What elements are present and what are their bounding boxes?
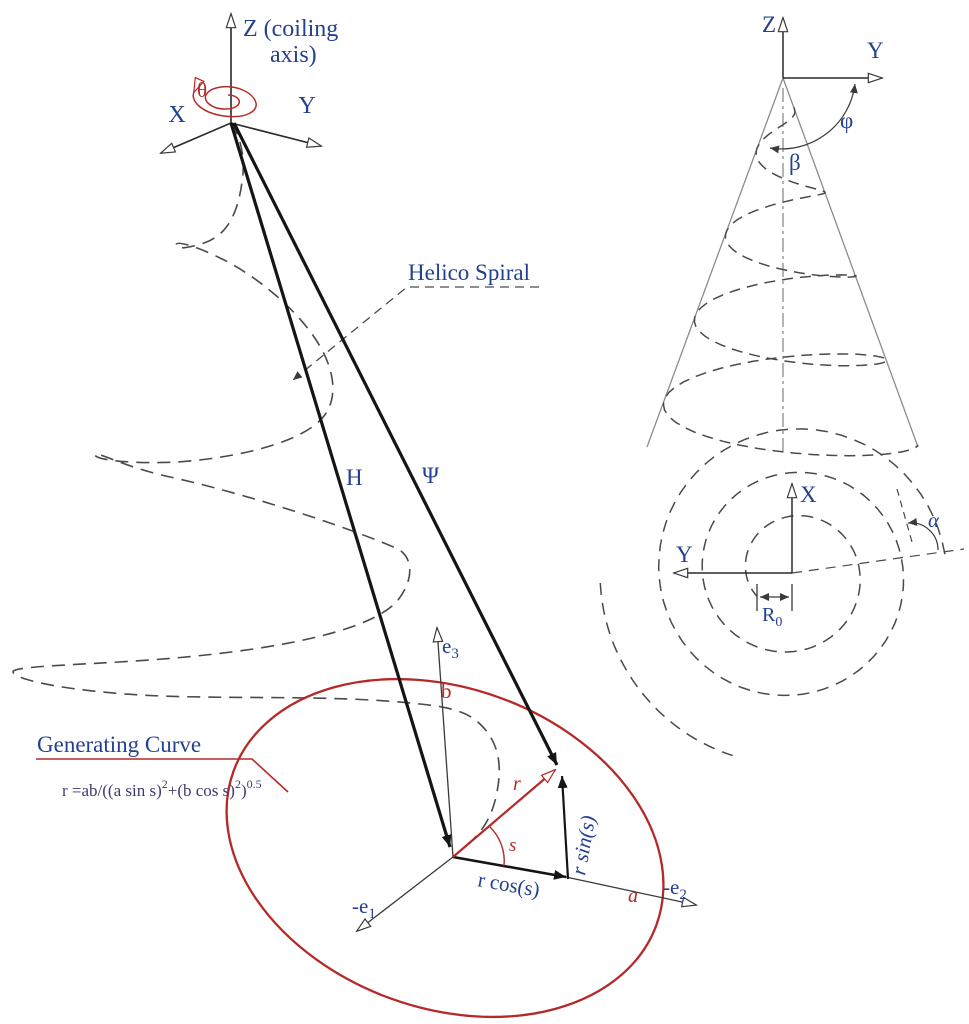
a-label: a	[628, 885, 638, 907]
r-cos-label: r cos(s)	[476, 867, 542, 901]
r-label: r	[513, 773, 521, 795]
generating-curve-label: Generating Curve	[37, 732, 201, 757]
h-line	[229, 122, 452, 848]
spiral-top-view: X Y α R0	[599, 428, 965, 757]
alpha-tangent-line	[896, 488, 913, 543]
phi-label: φ	[840, 108, 853, 133]
helico-spiral-label: Helico Spiral	[408, 260, 530, 285]
alpha-label: α	[928, 508, 940, 532]
s-angle-arc	[488, 825, 505, 867]
r-sin-vector	[557, 775, 570, 880]
helico-spiral-curve	[12, 122, 501, 849]
cone-side-view: Z Y φ β	[646, 12, 919, 457]
phi-angle-arc	[769, 83, 858, 154]
e2-label: -e2	[663, 875, 687, 903]
generating-curve-ellipse	[225, 677, 665, 1019]
r0-label: R0	[762, 604, 782, 630]
z-axis-label-line2: axis)	[270, 42, 317, 68]
top-y-label: Y	[676, 542, 693, 567]
s-label: s	[509, 835, 516, 856]
top-view-spiral-curve	[657, 428, 946, 697]
r-vector	[452, 770, 555, 858]
beta-label: β	[789, 150, 801, 175]
psi-line	[232, 122, 559, 766]
b-label: b	[441, 679, 452, 703]
generating-curve-formula: r =ab/((a sin s)2+(b cos s)2)0.5	[62, 777, 262, 800]
r-cos-vector	[452, 855, 567, 880]
main-3d-figure: Z (coiling axis) X Y θ Helico Spiral H Ψ…	[12, 14, 711, 1019]
top-x-label: X	[800, 482, 817, 507]
y-axis-label: Y	[298, 93, 315, 119]
cone-right-edge	[782, 77, 919, 448]
cone-left-edge	[646, 77, 784, 448]
e3-label: e3	[442, 634, 459, 662]
x-axis	[161, 122, 232, 153]
cone-spiral-curve	[662, 107, 919, 457]
theta-rotation-spiral	[192, 87, 257, 118]
helico-spiral-leader	[292, 286, 539, 381]
e1-label: -e1	[352, 894, 376, 922]
theta-label: θ	[197, 78, 207, 102]
e1-axis	[357, 856, 454, 931]
r-sin-label: r sin(s)	[566, 814, 600, 877]
y-axis	[230, 122, 321, 146]
side-z-label: Z	[762, 12, 776, 37]
psi-label: Ψ	[422, 463, 439, 488]
e3-axis	[437, 628, 454, 858]
alpha-angle-arc	[907, 518, 939, 551]
generating-curve-leader-line	[36, 758, 289, 793]
z-axis-label-line1: Z (coiling	[243, 16, 338, 42]
e2-axis	[565, 876, 696, 905]
x-axis-label: X	[168, 102, 185, 128]
h-label: H	[346, 465, 363, 490]
side-y-label: Y	[867, 38, 884, 63]
top-radial-dashed-line	[791, 548, 965, 574]
